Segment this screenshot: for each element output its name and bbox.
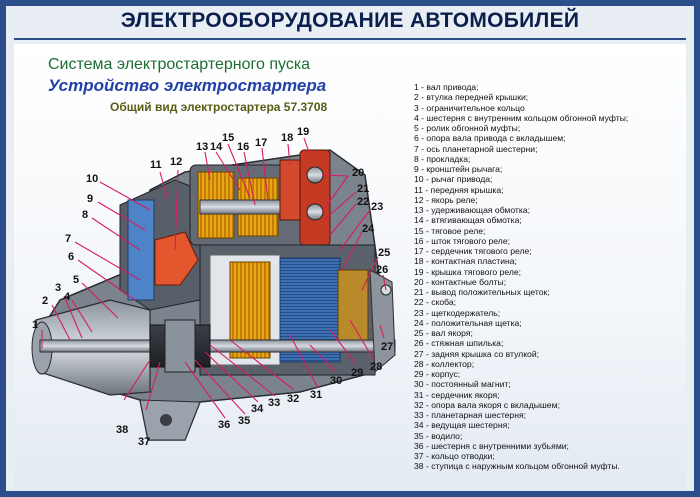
legend-item: 32 - опора вала якоря с вкладышем; xyxy=(414,399,560,410)
callout-12: 12 xyxy=(170,156,182,168)
callout-21: 21 xyxy=(357,183,369,195)
title-bar: ЭЛЕКТРООБОРУДОВАНИЕ АВТОМОБИЛЕЙ xyxy=(6,6,694,36)
callout-31: 31 xyxy=(310,389,322,401)
callout-35: 35 xyxy=(238,415,250,427)
legend-item: 18 - контактная пластина; xyxy=(414,256,517,267)
legend-item: 3 - ограничительное кольцо xyxy=(414,102,525,113)
callout-32: 32 xyxy=(287,393,299,405)
callout-24: 24 xyxy=(362,223,375,235)
legend-item: 7 - ось планетарной шестерни; xyxy=(414,143,538,154)
callout-15: 15 xyxy=(222,132,234,144)
legend-item: 27 - задняя крышка со втулкой; xyxy=(414,348,540,359)
callout-23: 23 xyxy=(371,201,383,213)
callout-2: 2 xyxy=(42,295,48,307)
legend-item: 21 - вывод положительных щеток; xyxy=(414,287,550,297)
legend-item: 30 - постоянный магнит; xyxy=(414,379,511,390)
legend-item: 35 - водило; xyxy=(414,430,463,441)
legend-item: 24 - положительная щетка; xyxy=(414,317,522,328)
legend-item: 23 - щеткодержатель; xyxy=(414,307,501,318)
callout-33: 33 xyxy=(268,397,280,409)
callout-36: 36 xyxy=(218,419,230,431)
legend-item: 11 - передняя крышка; xyxy=(414,184,504,195)
legend-item: 14 - втягивающая обмотка; xyxy=(414,215,522,226)
legend-item: 10 - рычаг привода; xyxy=(414,174,493,185)
callout-6: 6 xyxy=(68,251,74,263)
legend-item: 20 - контактные болты; xyxy=(414,276,507,287)
callout-16: 16 xyxy=(237,141,249,153)
callout-20: 20 xyxy=(352,167,364,179)
callout-27: 27 xyxy=(381,341,393,353)
legend-item: 5 - ролик обгонной муфты; xyxy=(414,123,521,133)
legend-item: 29 - корпус; xyxy=(414,369,461,379)
legend-item: 25 - вал якоря; xyxy=(414,328,473,338)
legend-item: 17 - сердечник тягового реле; xyxy=(414,246,532,256)
system-subtitle: Система электростартерного пуска xyxy=(48,56,311,73)
page-title: ЭЛЕКТРООБОРУДОВАНИЕ АВТОМОБИЛЕЙ xyxy=(120,9,580,32)
legend-item: 9 - кронштейн рычага; xyxy=(414,164,503,174)
callout-1: 1 xyxy=(32,319,38,331)
legend-item: 38 - ступица с наружным кольцом обгонной… xyxy=(414,461,620,472)
parts-legend: 1 - вал привода;2 - втулка передней крыш… xyxy=(414,82,694,472)
callout-5: 5 xyxy=(73,274,79,286)
callout-29: 29 xyxy=(351,367,363,379)
callout-4: 4 xyxy=(64,291,71,303)
callout-14: 14 xyxy=(210,141,223,153)
legend-item: 26 - стяжная шпилька; xyxy=(414,338,504,349)
legend-item: 22 - скоба; xyxy=(414,297,457,308)
legend-item: 8 - прокладка; xyxy=(414,153,471,164)
legend-item: 28 - коллектор; xyxy=(414,358,475,369)
callout-13: 13 xyxy=(196,141,208,153)
callout-28: 28 xyxy=(370,361,382,373)
legend-item: 34 - ведущая шестерня; xyxy=(414,420,510,431)
title-divider xyxy=(14,38,686,40)
legend-item: 36 - шестерня с внутренними зубьями; xyxy=(414,440,569,451)
callout-leaders xyxy=(41,137,387,419)
legend-item: 6 - опора вала привода с вкладышем; xyxy=(414,133,566,144)
callout-18: 18 xyxy=(281,132,293,144)
callout-25: 25 xyxy=(378,247,390,259)
legend-item: 1 - вал привода; xyxy=(414,82,479,92)
legend-item: 31 - сердечник якоря; xyxy=(414,389,500,400)
legend-item: 16 - шток тягового реле; xyxy=(414,235,510,246)
legend-item: 12 - якорь реле; xyxy=(414,194,478,205)
callout-37: 37 xyxy=(138,436,150,448)
legend-item: 33 - планетарная шестерня; xyxy=(414,410,527,420)
general-view-caption: Общий вид электростартера 57.3708 xyxy=(110,100,328,114)
legend-item: 13 - удерживающая обмотка; xyxy=(414,205,530,215)
legend-item: 37 - кольцо отводки; xyxy=(414,451,495,461)
callout-10: 10 xyxy=(86,173,98,185)
legend-item: 19 - крышка тягового реле; xyxy=(414,266,522,277)
callout-9: 9 xyxy=(87,193,93,205)
callout-22: 22 xyxy=(357,196,369,208)
callout-7: 7 xyxy=(65,233,71,245)
callout-19: 19 xyxy=(297,126,309,138)
callout-11: 11 xyxy=(150,159,162,171)
legend-item: 15 - тяговое реле; xyxy=(414,225,486,236)
starter-body xyxy=(31,149,396,441)
device-subtitle: Устройство электростартера xyxy=(48,76,327,95)
callout-3: 3 xyxy=(55,282,61,294)
callout-38: 38 xyxy=(116,424,128,436)
callout-numbers: 1 2 3 4 5 6 7 8 9 10 11 12 13 14 15 16 1… xyxy=(32,126,393,448)
callout-34: 34 xyxy=(251,403,264,415)
callout-8: 8 xyxy=(82,209,88,221)
callout-17: 17 xyxy=(255,137,267,149)
callout-30: 30 xyxy=(330,375,342,387)
legend-item: 4 - шестерня с внутренним кольцом обгонн… xyxy=(414,112,629,123)
legend-item: 2 - втулка передней крышки; xyxy=(414,92,529,103)
callout-26: 26 xyxy=(376,264,388,276)
